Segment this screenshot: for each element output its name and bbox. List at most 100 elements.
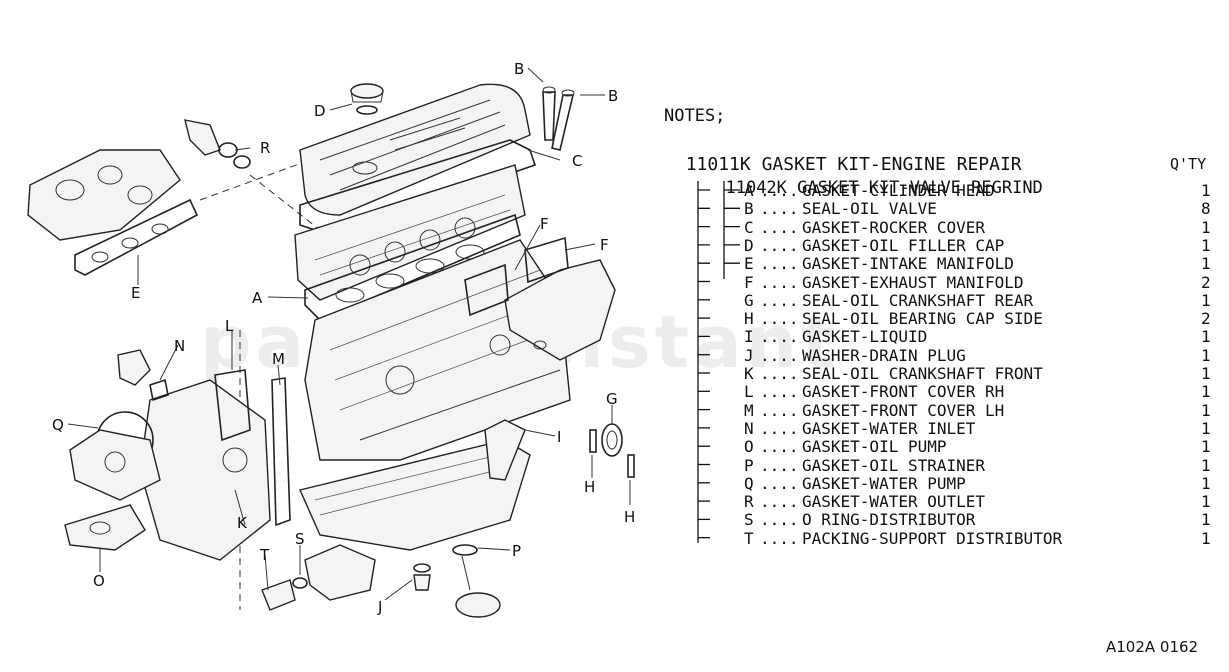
item-letter: M — [744, 400, 754, 420]
item-name: GASKET-FRONT COVER RH — [802, 382, 1005, 402]
item-leader-dots: .... — [760, 364, 799, 383]
item-qty: 1 — [1201, 290, 1211, 310]
item-qty: 1 — [1201, 217, 1211, 237]
item-qty: 1 — [1201, 492, 1211, 512]
item-leader-dots: .... — [760, 437, 799, 457]
front-cover-gasket-lh — [271, 377, 291, 527]
item-leader-dots: .... — [760, 235, 799, 255]
item-leader-dots: .... — [760, 400, 799, 420]
item-qty: 1 — [1201, 455, 1211, 475]
item-leader-dots: .... — [760, 382, 799, 402]
drain-plug — [413, 563, 431, 591]
item-name: SEAL-OIL BEARING CAP SIDE — [802, 309, 1043, 329]
kit-name: GASKET KIT-ENGINE REPAIR — [761, 154, 1022, 175]
item-name: WASHER-DRAIN PLUG — [802, 345, 966, 365]
item-name: GASKET-OIL STRAINER — [802, 455, 986, 475]
item-name: GASKET-EXHAUST MANIFOLD — [802, 272, 1024, 292]
item-leader-dots: .... — [760, 418, 799, 438]
item-name: GASKET-OIL FILLER CAP — [802, 235, 1005, 255]
notes-label: NOTES; — [664, 106, 726, 126]
item-qty: 1 — [1201, 473, 1211, 493]
water-outlet — [184, 119, 251, 169]
item-qty: 1 — [1201, 364, 1211, 383]
callout-b-left: B — [514, 60, 524, 78]
item-qty: 1 — [1201, 528, 1211, 548]
item-qty: 2 — [1201, 272, 1211, 292]
callout-f-left: F — [540, 215, 549, 233]
bearing-cap-side-seals — [589, 429, 635, 478]
reference-code: A102A 0162 — [1106, 638, 1199, 656]
item-name: GASKET-ROCKER COVER — [802, 217, 986, 237]
cylinder-head — [294, 164, 526, 301]
callout-k: K — [237, 514, 248, 532]
item-leader-dots: .... — [760, 309, 799, 329]
item-letter: G — [744, 290, 754, 310]
callout-m: M — [272, 350, 285, 368]
callout-h-right: H — [624, 508, 635, 526]
liquid-gasket-tube — [484, 419, 526, 481]
callout-j: J — [377, 598, 382, 616]
subkit-title: 11042K GASKET KIT-VALVE REGRIND — [705, 158, 1043, 198]
exhaust-manifold-gaskets — [464, 236, 569, 317]
water-pump — [69, 411, 161, 501]
item-leader-dots: .... — [760, 455, 799, 475]
item-letter: A — [744, 181, 754, 200]
callout-o: O — [93, 572, 105, 590]
item-qty: 1 — [1201, 345, 1211, 365]
item-leader-dots: .... — [760, 272, 799, 292]
callout-r: R — [260, 139, 270, 157]
item-name: GASKET-WATER INLET — [802, 418, 976, 438]
qty-header: Q'TY — [1170, 155, 1207, 173]
kit-title: 11011K GASKET KIT-ENGINE REPAIR — [664, 133, 1022, 175]
oil-filler-cap — [350, 83, 384, 115]
leader-lines — [67, 67, 631, 601]
item-name: GASKET-WATER PUMP — [802, 473, 966, 493]
oil-pump — [64, 504, 146, 551]
item-letter: E — [744, 254, 754, 274]
callout-i: I — [557, 428, 561, 446]
item-name: O RING-DISTRIBUTOR — [802, 510, 976, 530]
intake-manifold — [27, 149, 181, 241]
item-letter: C — [744, 217, 754, 237]
callout-g: G — [606, 390, 618, 408]
item-letter: R — [744, 492, 754, 512]
callout-f-right: F — [600, 236, 609, 254]
item-qty: 1 — [1201, 235, 1211, 255]
item-name: PACKING-SUPPORT DISTRIBUTOR — [802, 528, 1063, 548]
item-qty: 1 — [1201, 437, 1211, 457]
cylinder-head-gasket — [304, 213, 521, 321]
item-name: GASKET-OIL PUMP — [802, 437, 947, 457]
water-inlet — [117, 349, 169, 402]
item-leader-dots: .... — [760, 473, 799, 493]
item-name: GASKET-LIQUID — [802, 327, 928, 347]
subkit-name: GASKET KIT-VALVE REGRIND — [797, 178, 1043, 198]
valve-seals — [542, 86, 575, 151]
kit-code: 11011K — [685, 154, 751, 175]
item-letter: S — [744, 510, 754, 530]
item-qty: 1 — [1201, 327, 1211, 347]
item-leader-dots: .... — [760, 181, 799, 200]
item-letter: P — [744, 455, 754, 475]
distributor — [261, 544, 376, 611]
item-leader-dots: .... — [760, 254, 799, 274]
item-leader-dots: .... — [760, 528, 799, 548]
item-name: SEAL-OIL CRANKSHAFT FRONT — [802, 364, 1043, 383]
item-qty: 1 — [1201, 254, 1211, 274]
callout-t: T — [259, 546, 270, 564]
callout-n: N — [174, 337, 185, 355]
intake-manifold-gasket — [74, 198, 199, 276]
callout-p: P — [512, 542, 521, 560]
item-name: GASKET-WATER OUTLET — [802, 492, 986, 512]
